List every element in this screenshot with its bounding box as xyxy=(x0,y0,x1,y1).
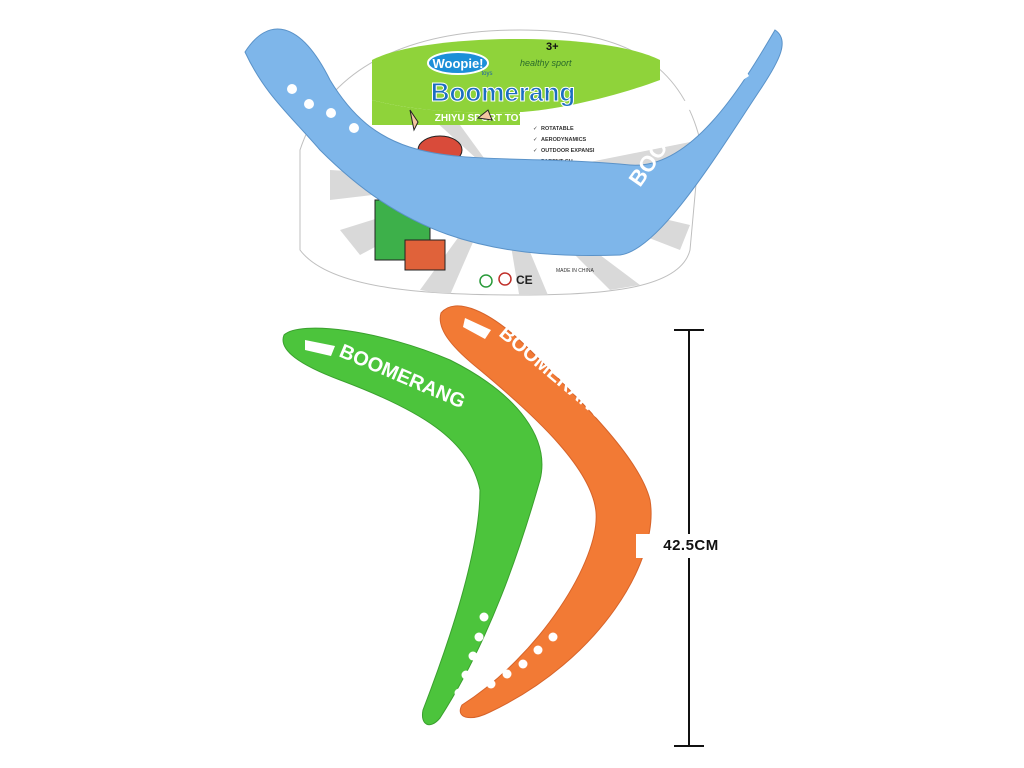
svg-text:Woopie!: Woopie! xyxy=(432,56,483,71)
no-small-children-icon xyxy=(498,272,512,286)
blue-boomerang-flame xyxy=(725,66,749,84)
green-boomerang: BOOMERANG xyxy=(282,327,543,726)
script-tagline: healthy sport xyxy=(520,58,572,68)
svg-text:✓: ✓ xyxy=(533,137,538,143)
svg-text:✓: ✓ xyxy=(533,126,538,132)
green-boomerang-holes xyxy=(454,612,489,698)
certification-marks: CE MADE IN CHINA xyxy=(479,268,594,288)
brand-logo: Woopie! toys xyxy=(427,51,493,77)
green-boomerang-flame xyxy=(305,340,335,356)
orange-boomerang-flame xyxy=(463,318,491,339)
age-label: 3+ xyxy=(546,41,559,53)
svg-text:toys: toys xyxy=(481,71,492,77)
ce-mark: CE xyxy=(516,273,533,287)
feature-1: ROTATABLE xyxy=(541,126,574,132)
feature-3: OUTDOOR EXPANSI xyxy=(541,148,595,154)
feature-2: AERODYNAMICS xyxy=(541,137,587,143)
svg-text:✓: ✓ xyxy=(533,148,538,154)
card-title: Boomerang xyxy=(431,77,575,107)
card-series: ZHIYU SPORT TOYS SERIES xyxy=(435,113,572,124)
dimension-label: 42.5CM xyxy=(636,534,746,558)
recycle-icon xyxy=(479,274,493,288)
orange-boomerang-holes xyxy=(486,632,558,689)
blue-boomerang-holes xyxy=(287,84,359,133)
made-in-china: MADE IN CHINA xyxy=(556,268,594,274)
